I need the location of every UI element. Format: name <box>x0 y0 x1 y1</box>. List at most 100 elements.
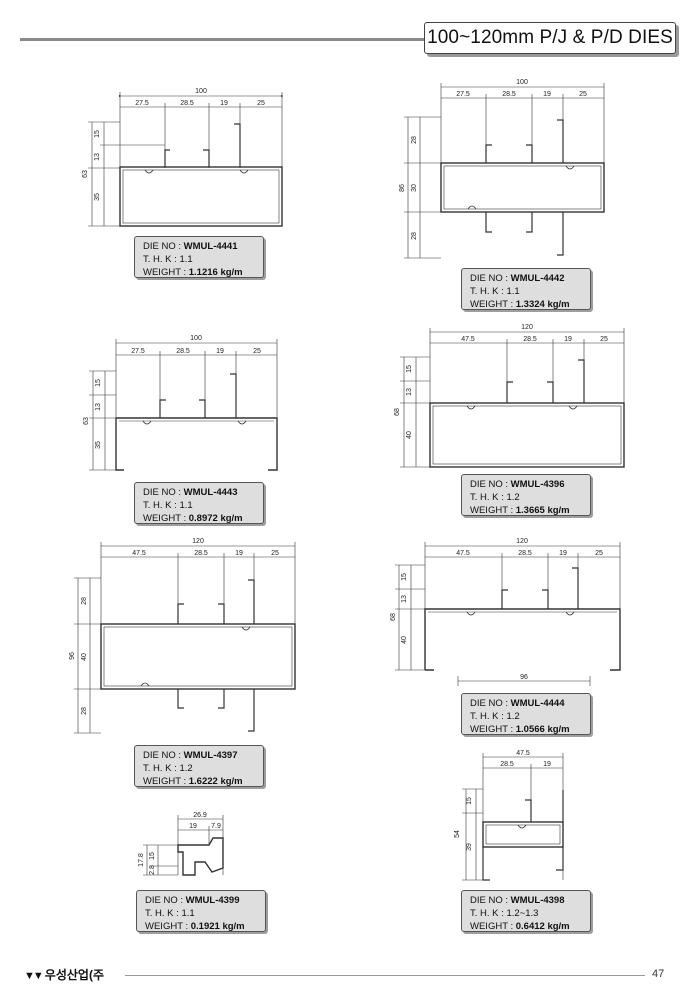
die-no-label: DIE NO : <box>143 750 184 761</box>
dimension-label: 28.5 <box>500 761 514 768</box>
thk-value: 1.1 <box>506 286 520 297</box>
company-logo: ▼▼우성산업(주 <box>24 966 104 983</box>
dimension-label: 28.5 <box>176 348 190 355</box>
die-no-value: WMUL-4396 <box>510 479 565 490</box>
die-no-label: DIE NO : <box>470 895 511 906</box>
dimension-label: 15 <box>401 573 408 581</box>
header-rule <box>20 38 430 41</box>
die-no-label: DIE NO : <box>143 241 184 252</box>
dimension-label: 28 <box>411 136 418 144</box>
dimension-label: 7.9 <box>211 823 221 830</box>
dimension-label: 120 <box>192 538 204 545</box>
profile-drawing-wmul-4442 <box>404 83 605 259</box>
die-no-label: DIE NO : <box>470 479 511 490</box>
die-no-value: WMUL-4443 <box>183 487 238 498</box>
weight-label: WEIGHT : <box>143 776 189 787</box>
thk-value: 1.2 <box>179 763 193 774</box>
thk-value: 1.1 <box>181 908 195 919</box>
weight-value: 1.0566 kg/m <box>515 724 570 735</box>
die-no-label: DIE NO : <box>470 698 511 709</box>
die-no-value: WMUL-4441 <box>183 241 238 252</box>
profile-drawing-wmul-4396 <box>400 328 625 468</box>
dimension-label: 25 <box>257 100 265 107</box>
profile-drawing-wmul-4443 <box>89 339 278 471</box>
dimension-label: 28.5 <box>502 91 516 98</box>
dimension-label: 13 <box>401 595 408 603</box>
dimension-label: 27.5 <box>131 348 145 355</box>
weight-label: WEIGHT : <box>145 921 191 932</box>
thk-label: T. H. K : <box>470 908 504 919</box>
profile-drawing-wmul-4444 <box>395 542 621 686</box>
profile-drawing-wmul-4441 <box>88 92 284 227</box>
profile-drawing-wmul-4399 <box>143 815 224 876</box>
die-no-label: DIE NO : <box>143 487 184 498</box>
die-card-6: DIE NO : WMUL-4444 T. H. K : 1.2 WEIGHT … <box>461 693 591 735</box>
die-no-value: WMUL-4397 <box>183 750 238 761</box>
die-no-label: DIE NO : <box>470 273 511 284</box>
thk-label: T. H. K : <box>470 492 504 503</box>
weight-label: WEIGHT : <box>470 724 516 735</box>
dimension-label: 54 <box>454 830 461 838</box>
dimension-label: 28 <box>81 707 88 715</box>
dimension-label: 86 <box>399 184 406 192</box>
dimension-label: 47.5 <box>132 550 146 557</box>
dimension-label: 13 <box>95 403 102 411</box>
page-title: 100~120mm P/J & P/D DIES <box>427 27 673 48</box>
dimension-label: 25 <box>271 550 279 557</box>
header-title-box: 100~120mm P/J & P/D DIES <box>424 22 676 54</box>
dimension-label: 28.5 <box>194 550 208 557</box>
dimension-label: 19 <box>543 761 551 768</box>
dimension-label: 35 <box>95 441 102 449</box>
thk-label: T. H. K : <box>143 254 177 265</box>
dimension-label: 63 <box>83 417 90 425</box>
dimension-label: 47.5 <box>461 336 475 343</box>
thk-label: T. H. K : <box>470 711 504 722</box>
dimension-label: 28 <box>81 597 88 605</box>
thk-value: 1.2 <box>506 492 520 503</box>
weight-value: 1.3324 kg/m <box>515 299 570 310</box>
die-no-label: DIE NO : <box>145 895 186 906</box>
weight-label: WEIGHT : <box>143 267 189 278</box>
die-card-8: DIE NO : WMUL-4398 T. H. K : 1.2~1.3 WEI… <box>461 890 591 932</box>
dimension-label: 19 <box>216 348 224 355</box>
dimension-label: 25 <box>253 348 261 355</box>
die-no-value: WMUL-4398 <box>510 895 565 906</box>
dimension-label: 40 <box>406 431 413 439</box>
dimension-label: 15 <box>466 797 473 805</box>
dimension-label: 28.5 <box>523 336 537 343</box>
dimension-label: 96 <box>520 674 528 681</box>
die-card-4: DIE NO : WMUL-4396 T. H. K : 1.2 WEIGHT … <box>461 474 591 516</box>
weight-label: WEIGHT : <box>143 513 189 524</box>
die-no-value: WMUL-4399 <box>185 895 240 906</box>
dimension-label: 25 <box>595 550 603 557</box>
weight-value: 1.3665 kg/m <box>515 505 570 516</box>
dimension-label: 68 <box>390 613 397 621</box>
dimension-label: 17.8 <box>138 853 145 867</box>
weight-value: 1.1216 kg/m <box>188 267 243 278</box>
thk-value: 1.2~1.3 <box>506 908 539 919</box>
dimension-label: 40 <box>81 653 88 661</box>
thk-label: T. H. K : <box>470 286 504 297</box>
thk-value: 1.1 <box>179 254 193 265</box>
die-card-2: DIE NO : WMUL-4442 T. H. K : 1.1 WEIGHT … <box>461 268 591 310</box>
dimension-label: 19 <box>564 336 572 343</box>
dimension-label: 39 <box>466 843 473 851</box>
die-card-5: DIE NO : WMUL-4397 T. H. K : 1.2 WEIGHT … <box>134 745 264 787</box>
dimension-label: 27.5 <box>456 91 470 98</box>
dimension-label: 68 <box>394 408 401 416</box>
dimension-label: 96 <box>69 652 76 660</box>
die-card-1: DIE NO : WMUL-4441 T. H. K : 1.1 WEIGHT … <box>134 236 264 278</box>
thk-value: 1.1 <box>179 500 193 511</box>
die-card-7: DIE NO : WMUL-4399 T. H. K : 1.1 WEIGHT … <box>136 890 266 932</box>
dimension-label: 15 <box>149 852 156 860</box>
dimension-label: 47.5 <box>456 550 470 557</box>
dimension-label: 100 <box>190 335 202 342</box>
dimension-label: 19 <box>235 550 243 557</box>
dimension-label: 15 <box>95 379 102 387</box>
weight-value: 0.6412 kg/m <box>515 921 570 932</box>
dimension-label: 27.5 <box>135 100 149 107</box>
dimension-label: 2.8 <box>149 865 156 875</box>
die-no-value: WMUL-4444 <box>510 698 565 709</box>
dimension-label: 120 <box>521 324 533 331</box>
thk-label: T. H. K : <box>143 500 177 511</box>
